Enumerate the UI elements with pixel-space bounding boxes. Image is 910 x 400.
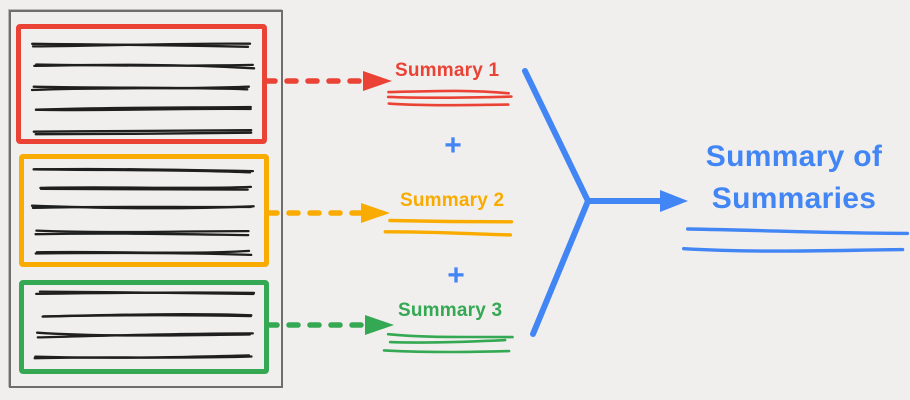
document-section-red [16, 24, 267, 144]
orange-dashed-arrow-icon [265, 203, 390, 223]
summary-3-underline-scribble [382, 332, 514, 354]
summary-1-underline-scribble [386, 89, 513, 107]
plus-sign-2: + [447, 259, 465, 292]
document-section-orange [19, 154, 269, 267]
summary-1-label: Summary 1 [395, 60, 500, 81]
summary-2-label: Summary 2 [400, 190, 505, 211]
document-section-green [19, 280, 269, 374]
summary-2-underline-scribble [383, 218, 514, 237]
source-document-panel [9, 10, 283, 388]
summary-3-label: Summary 3 [398, 300, 503, 321]
result-underline-scribble [682, 227, 910, 253]
red-dashed-arrow-icon [263, 71, 392, 91]
merge-arrow-icon [522, 68, 688, 337]
green-dashed-arrow-icon [265, 315, 394, 335]
plus-sign-1: + [444, 129, 462, 162]
summary-of-summaries-title: Summary of Summaries [705, 140, 883, 215]
